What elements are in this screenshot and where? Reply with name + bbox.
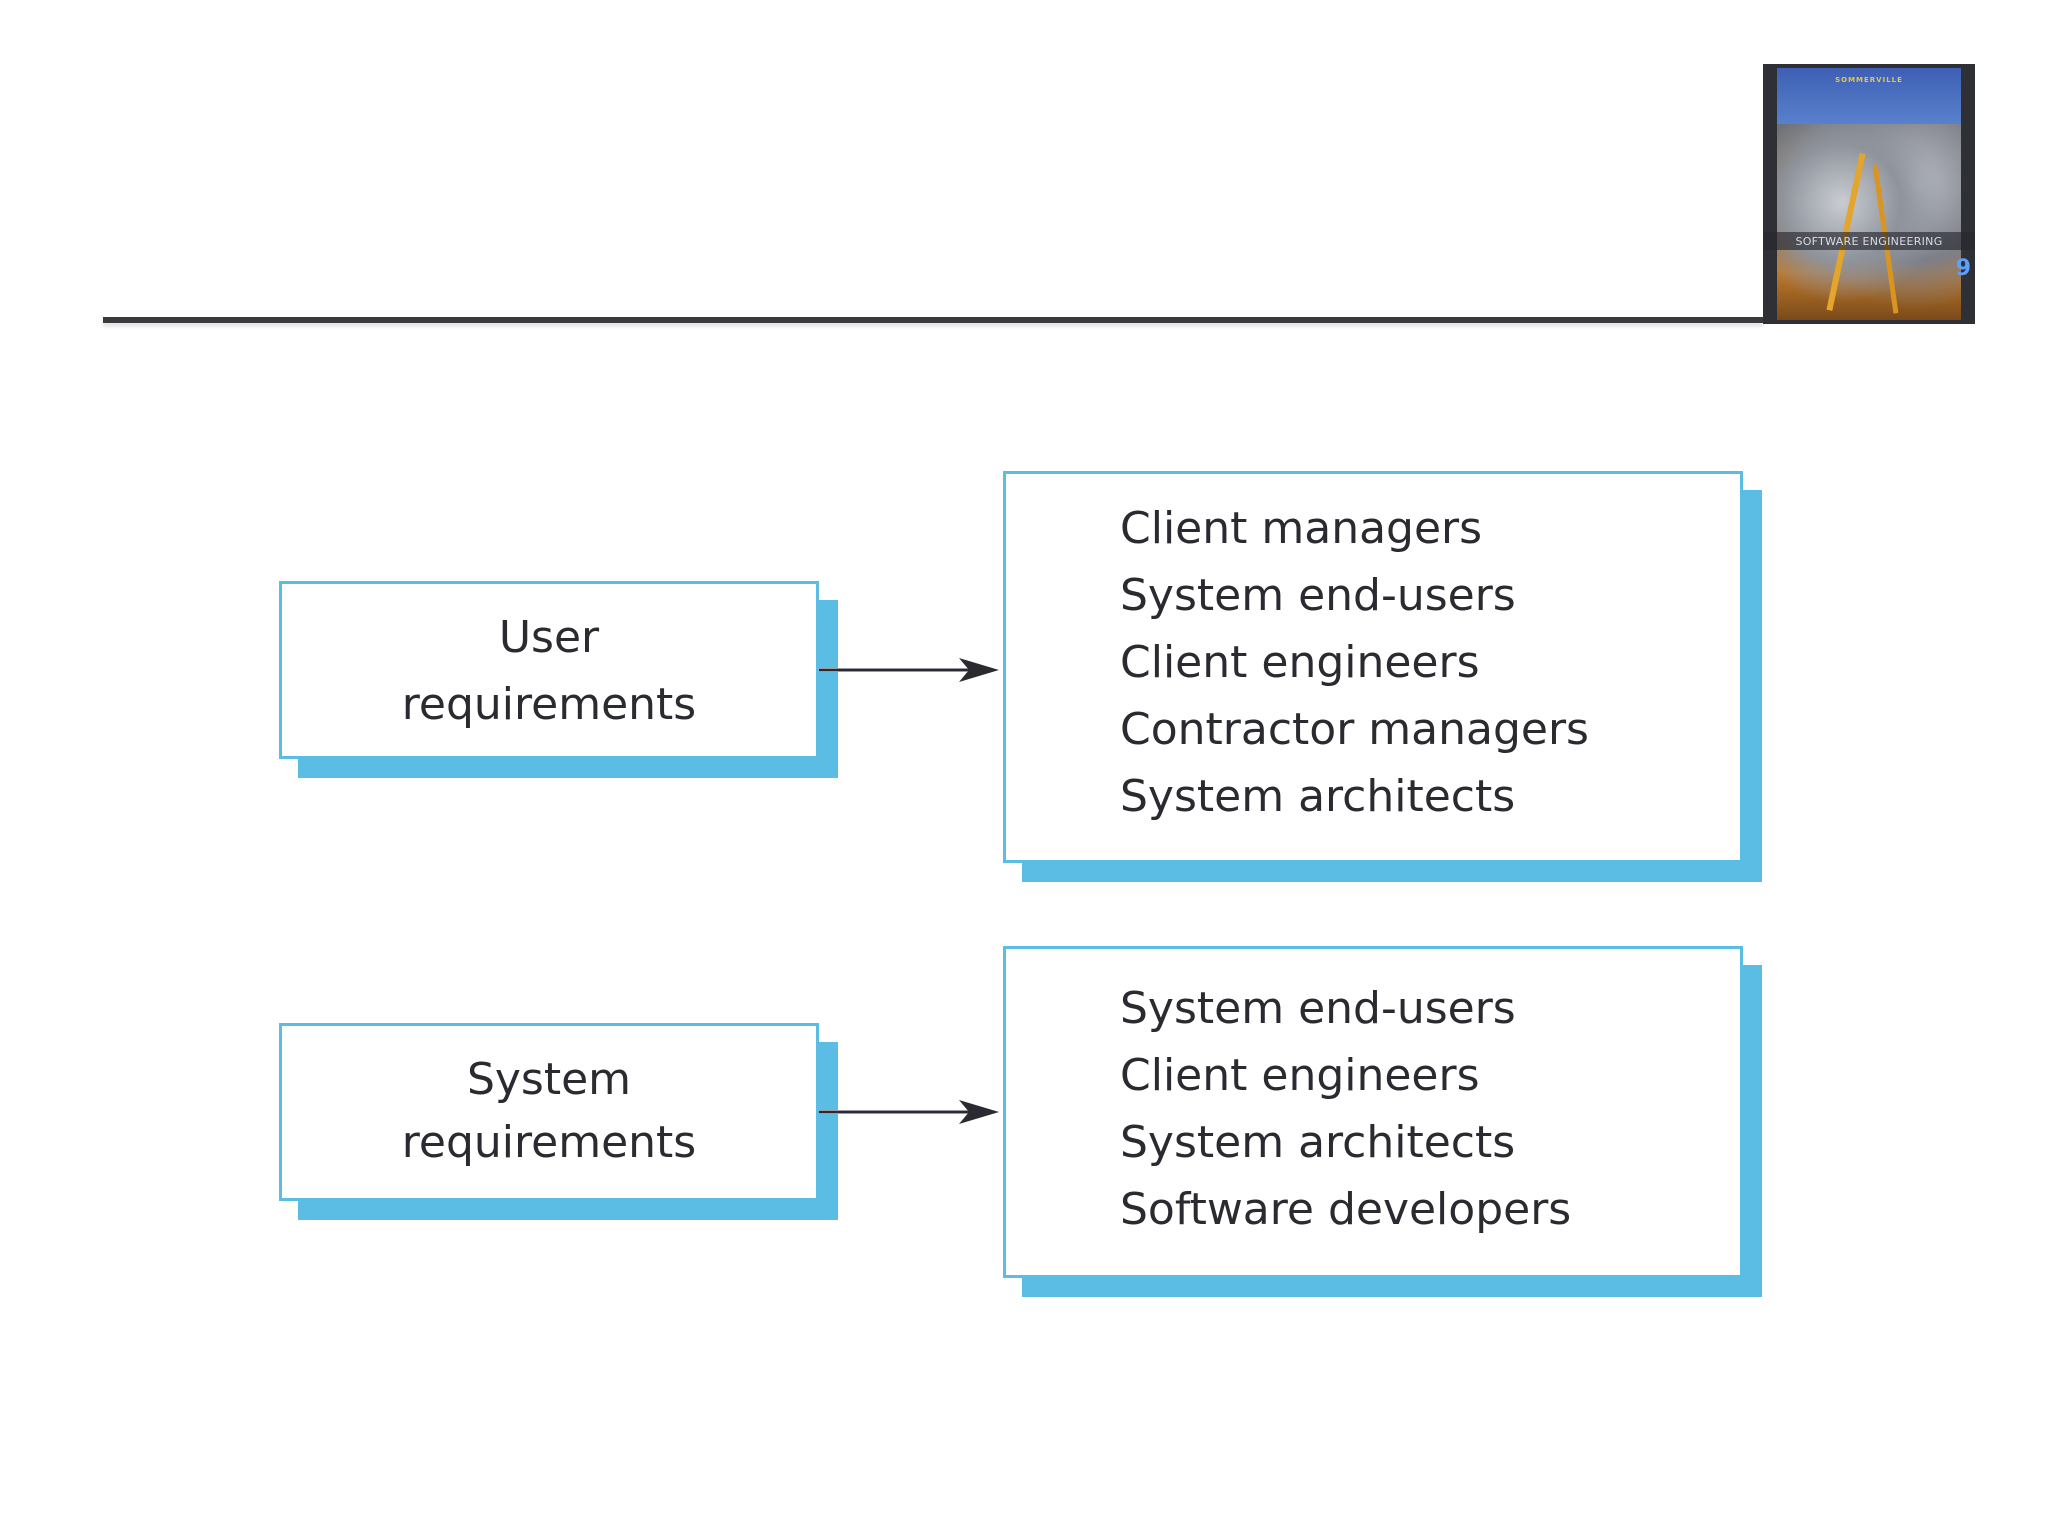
- reader-item: Client managers: [1120, 503, 1483, 554]
- user-requirements-line-1: User: [498, 612, 600, 663]
- cover-title: SOFTWARE ENGINEERING: [1795, 235, 1943, 248]
- reader-item: Software developers: [1120, 1184, 1572, 1235]
- system-requirements-readers-box: System end-users Client engineers System…: [1003, 946, 1743, 1278]
- header-divider: [103, 317, 1763, 323]
- reader-item: System end-users: [1120, 983, 1516, 1034]
- system-requirements-line-2: requirements: [401, 1117, 697, 1168]
- cover-edition: 9: [1955, 256, 1971, 281]
- reader-item: Contractor managers: [1120, 704, 1589, 755]
- arrow-right-icon: [819, 1100, 999, 1124]
- reader-list: System end-users Client engineers System…: [1120, 975, 1571, 1243]
- reader-item: System architects: [1120, 771, 1516, 822]
- system-requirements-line-1: System: [466, 1054, 632, 1105]
- user-requirements-line-2: requirements: [401, 679, 697, 730]
- arrow-right-icon: [819, 658, 999, 682]
- reader-item: Client engineers: [1120, 1050, 1480, 1101]
- cover-author: SOMMERVILLE: [1835, 76, 1903, 84]
- book-cover-image: SOMMERVILLE SOFTWARE ENGINEERING 9: [1763, 64, 1975, 324]
- system-requirements-box: System requirements: [279, 1023, 819, 1201]
- user-requirements-box: User requirements: [279, 581, 819, 759]
- reader-item: System architects: [1120, 1117, 1516, 1168]
- reader-item: System end-users: [1120, 570, 1516, 621]
- reader-list: Client managers System end-users Client …: [1120, 495, 1589, 830]
- reader-item: Client engineers: [1120, 637, 1480, 688]
- cover-title-band: [1763, 232, 1975, 250]
- user-requirements-readers-box: Client managers System end-users Client …: [1003, 471, 1743, 863]
- cover-building: [1777, 124, 1961, 320]
